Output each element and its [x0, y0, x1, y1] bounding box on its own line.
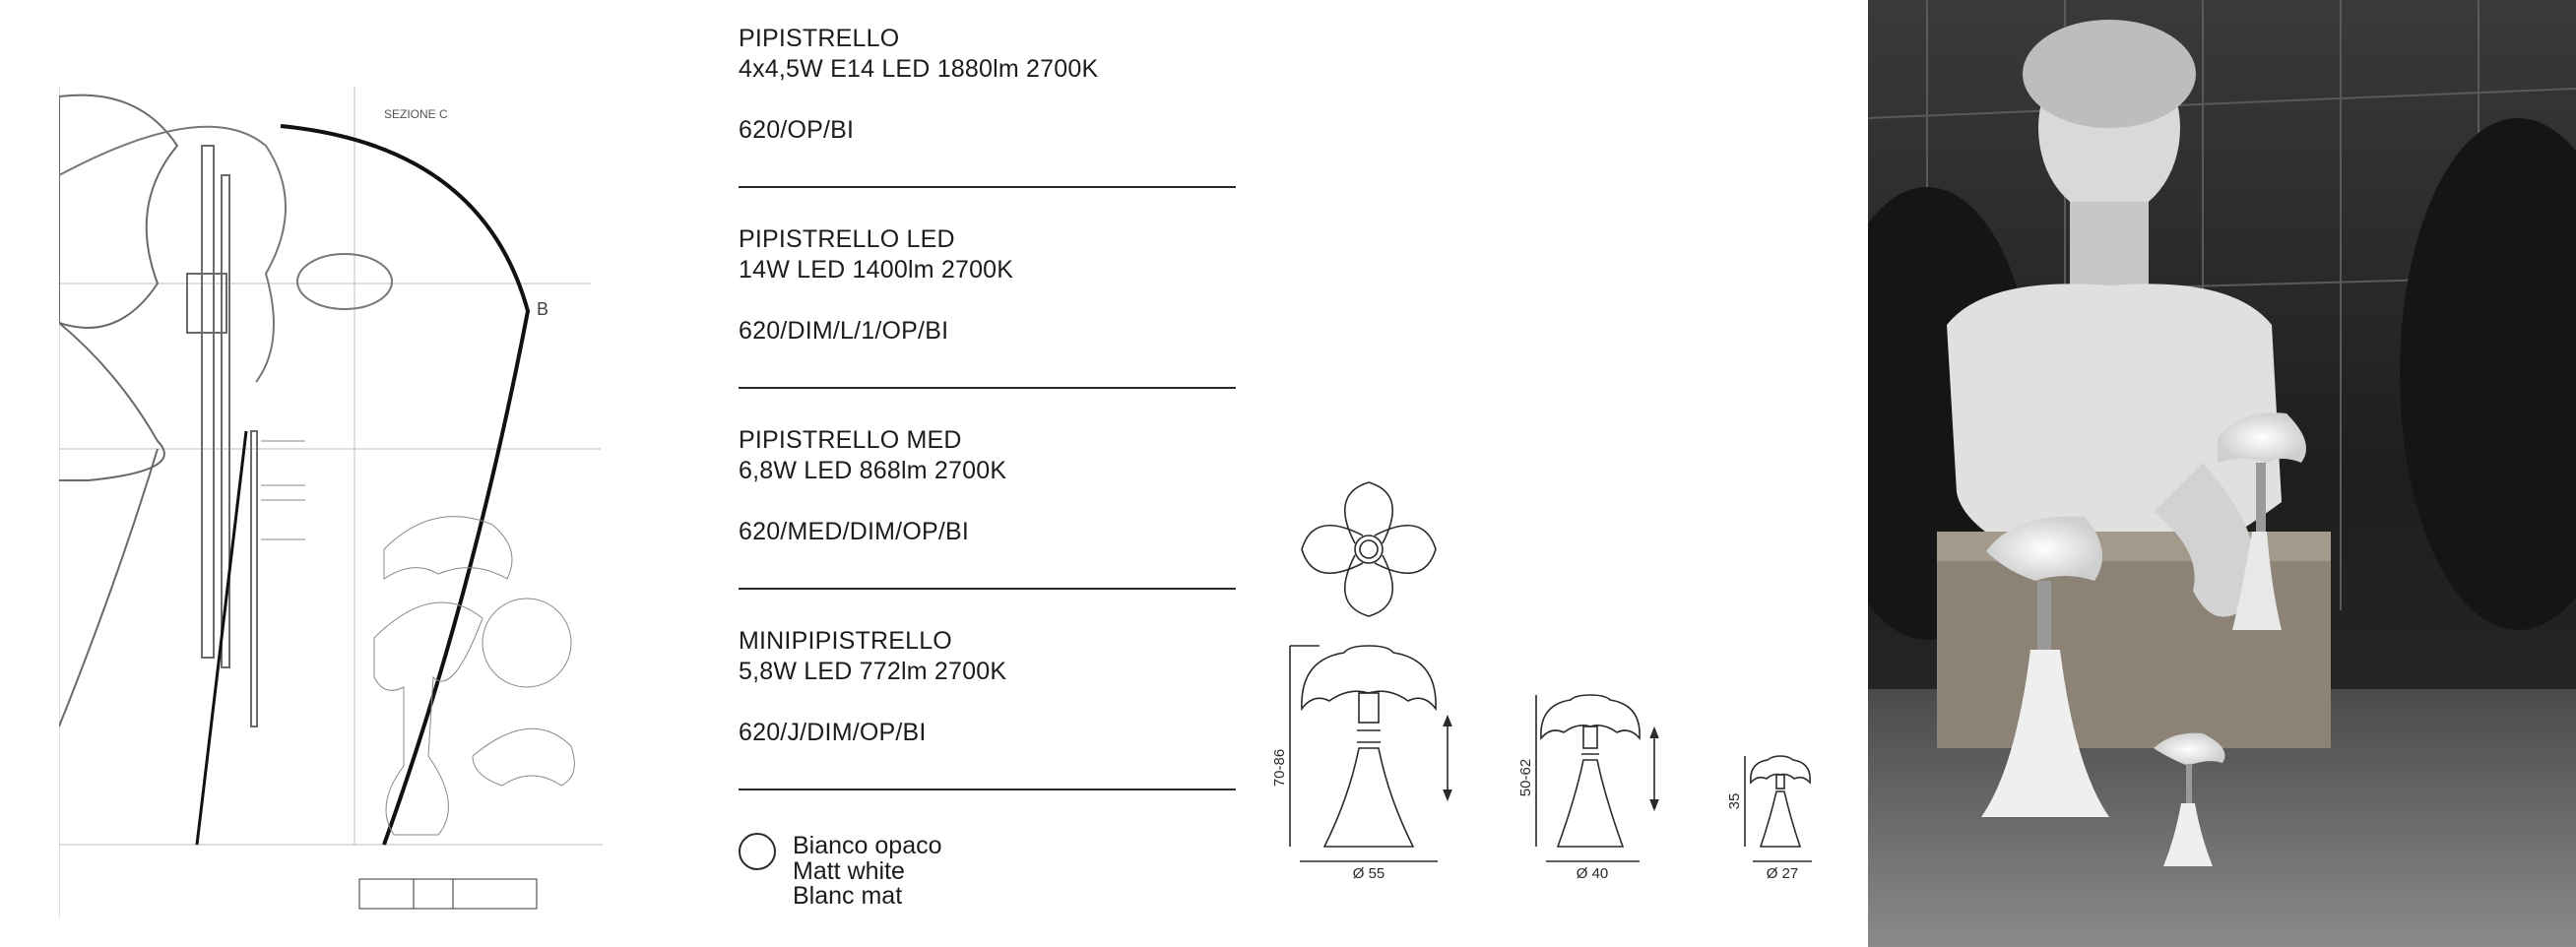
product-block: MINIPIPISTRELLO 5,8W LED 772lm 2700K 620…: [739, 626, 1236, 827]
divider: [739, 186, 1236, 188]
diameter-label-large: Ø 55: [1353, 865, 1385, 882]
height-label-large: 70-86: [1271, 749, 1288, 787]
product-spec: 4x4,5W E14 LED 1880lm 2700K: [739, 55, 1099, 83]
product-code: 620/MED/DIM/OP/BI: [739, 518, 970, 545]
product-spec: 14W LED 1400lm 2700K: [739, 256, 1014, 284]
finish-color-swatch: [739, 833, 776, 870]
product-spec: 6,8W LED 868lm 2700K: [739, 457, 1007, 484]
sketch-marker-label: B: [537, 299, 548, 319]
product-block: PIPISTRELLO LED 14W LED 1400lm 2700K 620…: [739, 224, 1236, 425]
product-code: 620/DIM/L/1/OP/BI: [739, 317, 949, 345]
divider: [739, 789, 1236, 790]
divider: [739, 387, 1236, 389]
dimension-drawings: 70-86 Ø 55 50-62 Ø 40 35 Ø 27: [1271, 481, 1812, 882]
product-specs-list: PIPISTRELLO 4x4,5W E14 LED 1880lm 2700K …: [739, 24, 1236, 827]
technical-sketch-image: SEZIONE C B: [59, 87, 603, 918]
product-name: PIPISTRELLO LED: [739, 225, 955, 253]
diameter-label-medium: Ø 40: [1577, 865, 1609, 882]
divider: [739, 588, 1236, 590]
product-code: 620/J/DIM/OP/BI: [739, 719, 927, 746]
product-block: PIPISTRELLO MED 6,8W LED 868lm 2700K 620…: [739, 425, 1236, 626]
finish-label-it: Bianco opaco: [793, 832, 942, 859]
product-name: MINIPIPISTRELLO: [739, 627, 952, 655]
diameter-label-mini: Ø 27: [1767, 865, 1799, 882]
lamp-medium-drawing: [1535, 694, 1659, 862]
finish-label-en: Matt white: [793, 856, 905, 885]
lamp-mini-drawing: [1744, 755, 1812, 862]
top-view-drawing: [1301, 481, 1437, 617]
sketch-section-label: SEZIONE C: [384, 107, 448, 121]
product-code: 620/OP/BI: [739, 116, 855, 144]
height-label-mini: 35: [1726, 793, 1743, 810]
finish-label-fr: Blanc mat: [793, 882, 903, 910]
product-name: PIPISTRELLO: [739, 25, 900, 52]
finish-labels: Bianco opaco Matt white Blanc mat: [793, 832, 942, 910]
product-spec: 5,8W LED 772lm 2700K: [739, 658, 1007, 685]
height-label-medium: 50-62: [1517, 759, 1534, 796]
product-block: PIPISTRELLO 4x4,5W E14 LED 1880lm 2700K …: [739, 24, 1236, 224]
product-photo: [1868, 0, 2576, 947]
lamp-large-drawing: [1289, 645, 1452, 862]
product-name: PIPISTRELLO MED: [739, 426, 962, 454]
